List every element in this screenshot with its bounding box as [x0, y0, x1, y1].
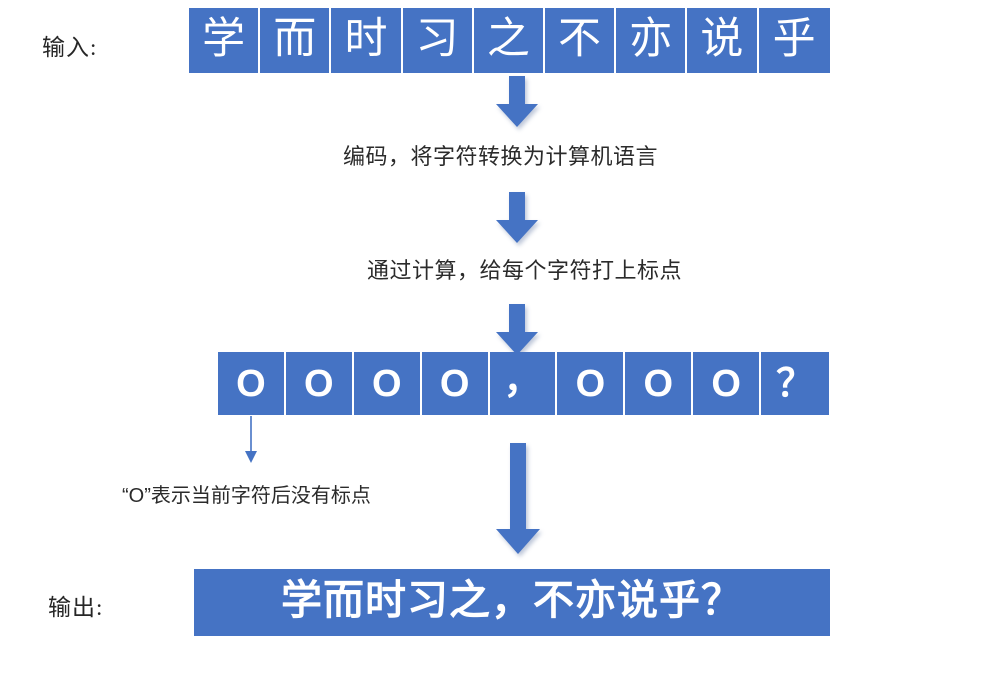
encoded-tag-strip: O O O O ， O O O ？	[218, 352, 830, 415]
tag-cell-question: ？	[761, 352, 830, 415]
tag-cell: O	[693, 352, 762, 415]
tag-cell: O	[353, 352, 422, 415]
input-cell: 学	[189, 8, 261, 73]
tag-cell: O	[557, 352, 626, 415]
output-bar: 学而时习之，不亦说乎？	[194, 569, 830, 636]
tag-cell: O	[625, 352, 694, 415]
output-label: 输出:	[48, 595, 104, 620]
input-cell: 时	[331, 8, 403, 73]
tag-cell: O	[421, 352, 490, 415]
down-arrow-icon	[495, 443, 541, 560]
input-cell: 习	[402, 8, 474, 73]
input-cell: 不	[544, 8, 617, 73]
thin-down-arrow-icon	[243, 416, 259, 469]
caption-encode: 编码，将字符转换为计算机语言	[343, 144, 659, 169]
input-cell: 而	[260, 8, 332, 73]
input-character-strip: 学 而 时 习 之 不 亦 说 乎	[189, 8, 830, 73]
output-text: 学而时习之，不亦说乎？	[281, 577, 743, 623]
tag-cell: O	[218, 352, 286, 415]
input-cell: 乎	[758, 8, 830, 73]
down-arrow-icon	[495, 192, 539, 249]
caption-note: “O”表示当前字符后没有标点	[122, 485, 371, 507]
down-arrow-icon	[495, 76, 539, 133]
caption-compute: 通过计算，给每个字符打上标点	[367, 258, 683, 283]
tag-cell: O	[285, 352, 354, 415]
input-cell: 之	[473, 8, 545, 73]
down-arrow-icon	[495, 304, 539, 361]
tag-cell-comma: ，	[489, 352, 558, 415]
input-label: 输入:	[42, 35, 98, 60]
input-cell: 亦	[616, 8, 688, 73]
input-cell: 说	[687, 8, 759, 73]
